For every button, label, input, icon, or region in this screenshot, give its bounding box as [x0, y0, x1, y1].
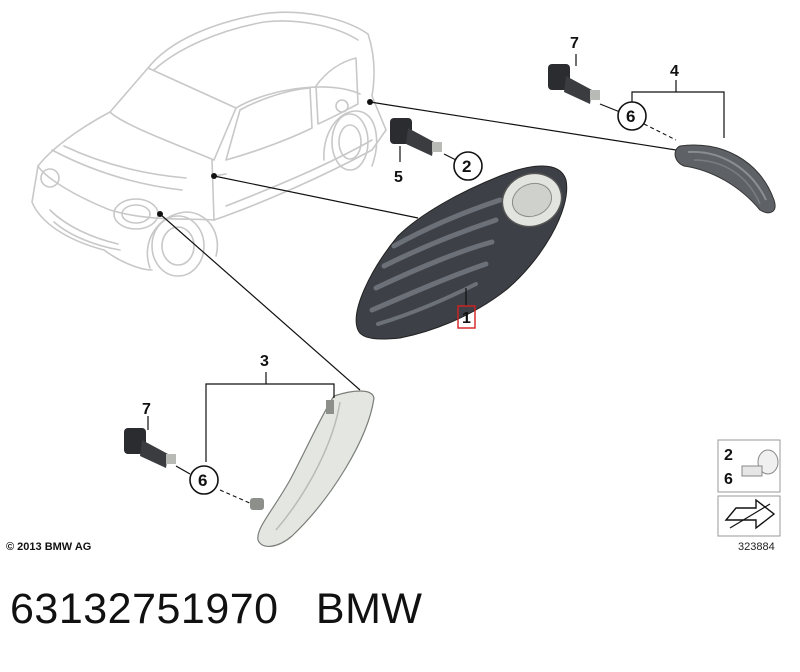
- brand-name: BMW: [315, 585, 423, 633]
- bulb-socket-5: [390, 118, 442, 156]
- bulb-legend: 2 6: [717, 439, 781, 537]
- parts-diagram: 7 4 6 2 5 1 3 7 6 2 6: [31, 11, 781, 547]
- callout-3: 3: [260, 353, 269, 370]
- callout-7-bottom: 7: [142, 401, 151, 418]
- bulb-socket-7-top: [548, 64, 600, 104]
- part-number: 63132751970: [10, 585, 279, 633]
- callout-6-top-circle: [617, 101, 647, 131]
- footer-caption: 63132751970 BMW: [10, 585, 423, 634]
- wedge-bulb-icon: [741, 449, 779, 477]
- callout-5: 5: [394, 169, 403, 186]
- callout-lines: [147, 54, 725, 505]
- callout-2: 2: [462, 157, 471, 176]
- lens-clip-top: [326, 400, 334, 414]
- diagram-reference-number: 323884: [738, 541, 775, 553]
- copyright-notice: © 2013 BMW AG: [6, 541, 92, 553]
- legend-num-top: 2: [724, 447, 733, 464]
- lens-socket: [250, 498, 264, 510]
- leader-lines: [157, 99, 677, 391]
- callout-6-top: 6: [626, 107, 635, 126]
- callout-7-top: 7: [570, 35, 579, 52]
- callout-4: 4: [670, 63, 679, 80]
- callout-6-bottom-circle: [189, 465, 219, 495]
- arrow-indicator-icon: [724, 498, 776, 530]
- callout-1: 1: [462, 310, 471, 327]
- side-indicator-grille: [355, 165, 568, 340]
- car-outline: [31, 11, 387, 277]
- front-side-lens: [250, 390, 375, 547]
- legend-num-bottom: 6: [724, 471, 733, 488]
- bulb-socket-7-bottom: [124, 428, 176, 468]
- callout-2-circle: [453, 151, 483, 181]
- callout-6-bottom: 6: [198, 471, 207, 490]
- highlight-box-part-1: [457, 305, 476, 329]
- rear-side-lens: [674, 144, 776, 214]
